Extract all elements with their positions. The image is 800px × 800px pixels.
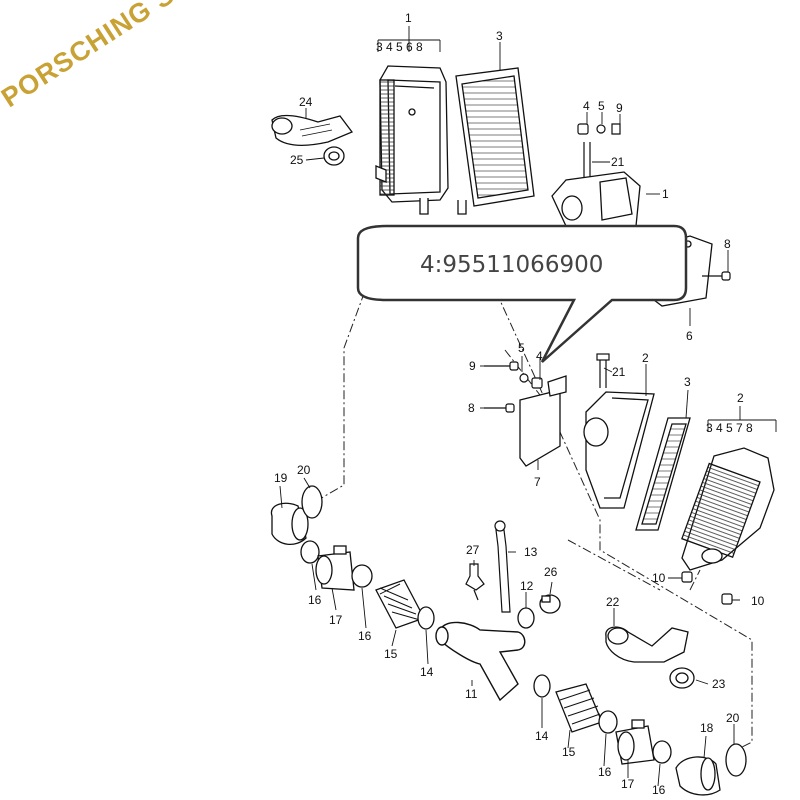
fasteners-top [577, 123, 621, 194]
label-13: 13 [524, 545, 538, 559]
callout-part-number: 4:95511066900 [420, 252, 603, 278]
housing-bracket-1 [551, 171, 641, 233]
ring-12-clamp-26 [517, 594, 561, 629]
label-21-mid: 21 [612, 365, 626, 379]
label-1-right: 1 [662, 187, 669, 201]
label-10-a: 10 [652, 571, 666, 585]
label-23: 23 [712, 677, 726, 691]
tube-13 [494, 520, 511, 613]
label-1-sub: 3 4 5 6 8 [376, 40, 423, 54]
label-20-right: 20 [726, 711, 740, 725]
label-26: 26 [544, 565, 558, 579]
label-3: 3 [496, 29, 503, 43]
label-27: 27 [466, 543, 480, 557]
label-5-mid: 5 [518, 341, 525, 355]
label-4-mid: 4 [536, 349, 543, 363]
label-17-left: 17 [329, 613, 343, 627]
housing-lid-2 [583, 391, 655, 509]
intake-duct-22 [605, 626, 689, 663]
label-7: 7 [534, 475, 541, 489]
air-filter-housing-1 [375, 65, 467, 215]
bellows-15-left [375, 579, 435, 630]
right-duct-chain [533, 674, 672, 765]
label-8-top: 8 [724, 237, 731, 251]
filter-element-3-top [455, 67, 535, 207]
filter-element-3-mid [635, 417, 691, 531]
fasteners-mid [484, 353, 610, 413]
label-14-right: 14 [535, 729, 549, 743]
label-14-left: 14 [420, 665, 434, 679]
gasket-20-right [725, 743, 747, 777]
bracket-7 [519, 375, 567, 467]
label-8-mid: 8 [468, 401, 475, 415]
label-16-c: 16 [598, 765, 612, 779]
label-24: 24 [299, 95, 313, 109]
air-filter-housing-2 [681, 447, 775, 571]
label-12: 12 [520, 579, 534, 593]
label-16-b: 16 [358, 629, 372, 643]
seal-ring-25 [323, 146, 345, 166]
part-callout: 4:95511066900 [356, 224, 688, 363]
y-pipe-11 [435, 621, 526, 702]
label-3-mid: 3 [684, 375, 691, 389]
label-17-right: 17 [621, 777, 635, 791]
label-9-top: 9 [616, 101, 623, 115]
label-21-top: 21 [611, 155, 625, 169]
label-20-left: 20 [297, 463, 311, 477]
label-1: 1 [405, 11, 412, 25]
label-15-left: 15 [384, 647, 398, 661]
label-5-top: 5 [598, 99, 605, 113]
label-2-sub: 3 4 5 7 8 [706, 421, 753, 435]
seal-ring-23 [669, 667, 695, 689]
label-10-b: 10 [751, 594, 765, 608]
label-9-mid: 9 [469, 359, 476, 373]
label-22: 22 [606, 595, 620, 609]
label-16-a: 16 [308, 593, 322, 607]
label-25: 25 [290, 153, 304, 167]
intake-duct-24 [271, 114, 354, 146]
elbow-19 [270, 502, 309, 545]
clamps-and-sensor-left [300, 540, 373, 591]
label-6: 6 [686, 329, 693, 343]
label-11: 11 [465, 687, 478, 701]
label-2-mid: 2 [642, 351, 649, 365]
label-16-d: 16 [652, 783, 666, 797]
label-15-right: 15 [562, 745, 576, 759]
label-4-top: 4 [583, 99, 590, 113]
label-19: 19 [274, 471, 288, 485]
fasteners-10 [681, 571, 733, 605]
label-2-right: 2 [737, 391, 744, 405]
bolt-8-top [702, 271, 731, 281]
elbow-18 [675, 756, 721, 796]
part-number-labels: 1 3 4 5 6 8 3 24 25 4 5 9 21 1 8 6 5 9 4… [274, 11, 765, 797]
gasket-20-left [301, 485, 323, 519]
label-18: 18 [700, 721, 714, 735]
leader-lines [279, 26, 777, 787]
sensor-27 [465, 563, 485, 601]
